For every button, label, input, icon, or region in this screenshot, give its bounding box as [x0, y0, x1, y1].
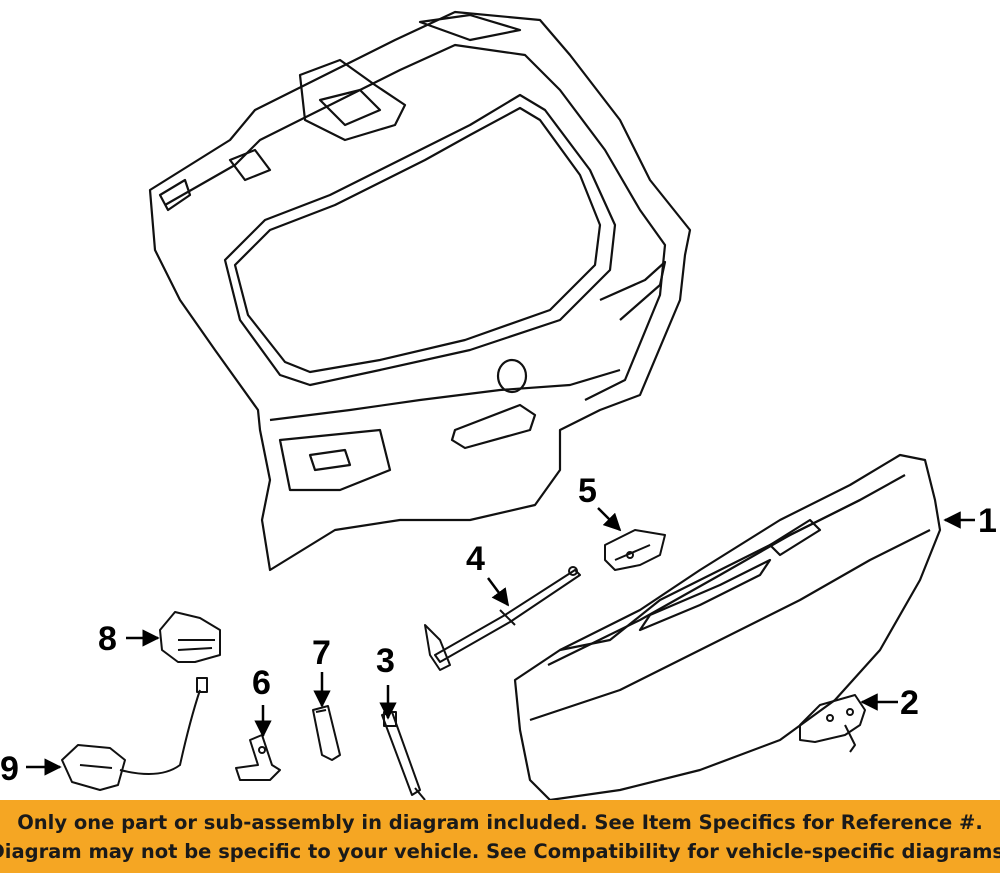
lock-motor-drawing-9 — [61, 677, 208, 791]
callout-6: 6 — [252, 664, 271, 702]
callout-5: 5 — [578, 472, 597, 510]
callout-1: 1 — [978, 502, 997, 540]
hinge-drawing-5 — [604, 529, 666, 571]
bracket-drawing-6 — [235, 734, 281, 781]
disclaimer-banner: Only one part or sub-assembly in diagram… — [0, 800, 1000, 873]
disclaimer-line-2: Diagram may not be specific to your vehi… — [0, 839, 1000, 863]
parts-diagram: 1 2 3 4 5 6 7 8 9 — [0, 10, 997, 800]
actuator-drawing-8 — [159, 611, 221, 663]
handle-drawing-7 — [312, 705, 341, 761]
lift-support-drawing-4 — [424, 566, 581, 671]
callout-9: 9 — [0, 750, 19, 788]
callout-4: 4 — [466, 540, 485, 578]
leader-arrow-5 — [597, 507, 622, 532]
callout-3: 3 — [376, 642, 395, 680]
lift-support-drawing-3 — [381, 711, 426, 800]
leader-arrows — [26, 507, 975, 776]
callout-7: 7 — [312, 634, 331, 672]
callout-8: 8 — [98, 620, 117, 658]
liftgate-drawing — [148, 10, 692, 572]
disclaimer-line-1: Only one part or sub-assembly in diagram… — [17, 810, 983, 834]
trim-panel-drawing — [513, 453, 942, 800]
callout-numbers: 1 2 3 4 5 6 7 8 9 — [0, 472, 997, 788]
bracket-drawing-2 — [799, 694, 866, 753]
callout-2: 2 — [900, 684, 919, 722]
leader-arrow-4 — [486, 577, 510, 607]
